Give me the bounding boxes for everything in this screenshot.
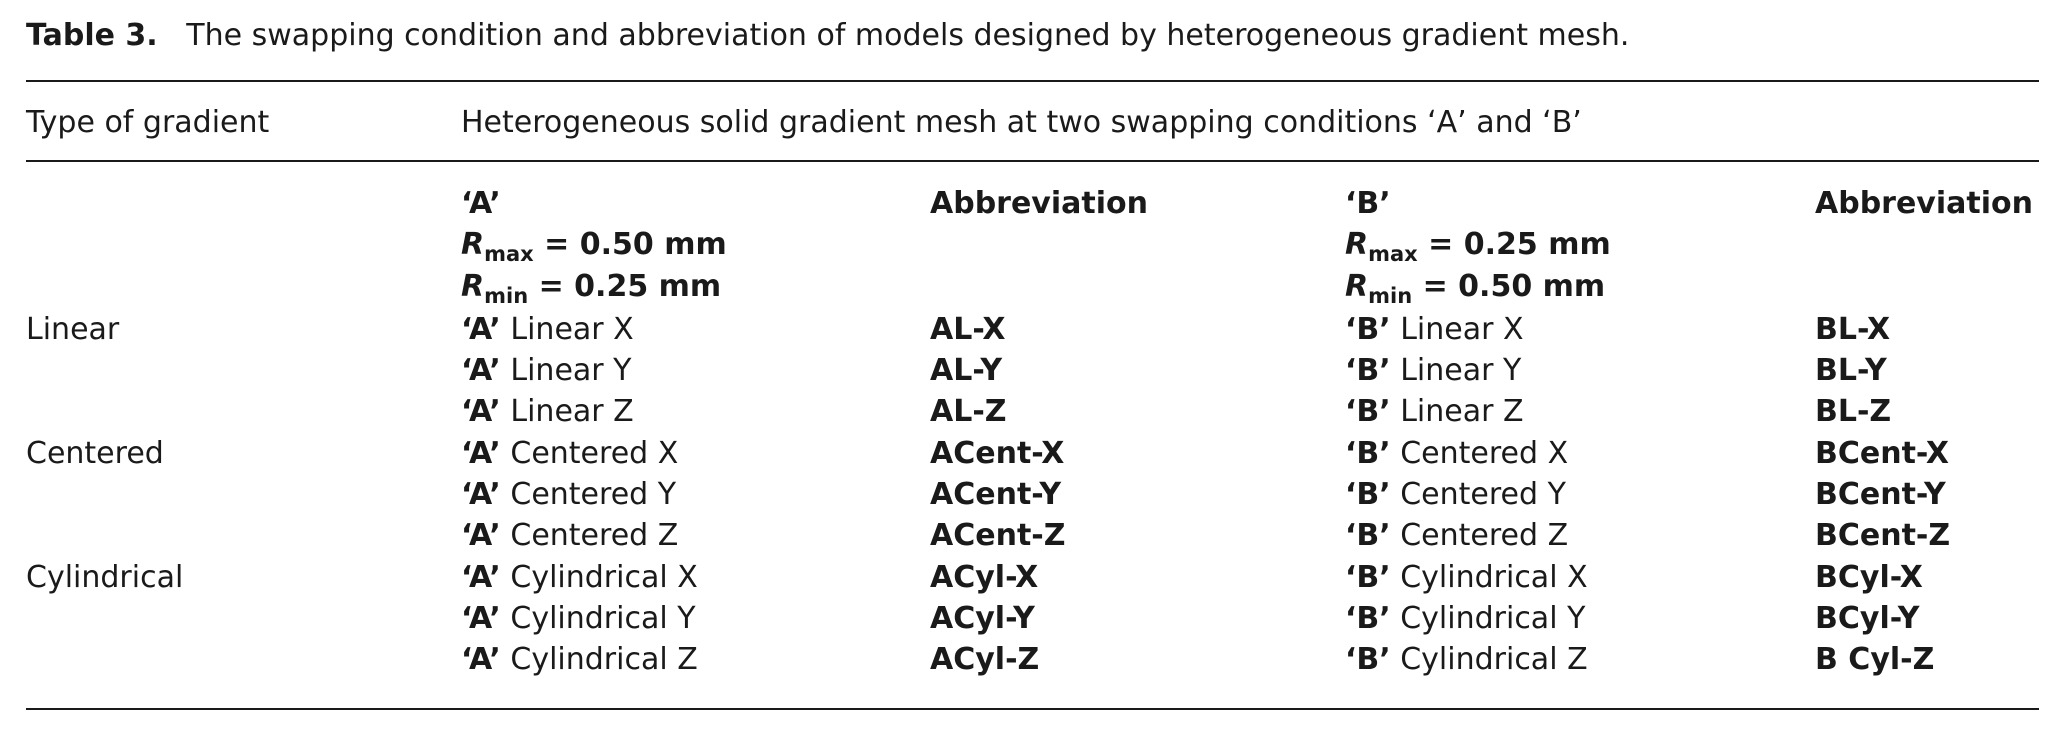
condition-a-cell: ‘A’ Cylindrical Y [461,601,696,636]
condition-b-cell: ‘B’ Centered Z [1345,518,1569,553]
condition-a-cell: ‘A’ Linear X [461,312,634,347]
abbreviation-b-cell: BL-Z [1815,394,1892,429]
condition-a-cell: ‘A’ Centered Z [461,518,679,553]
table-row: Centered ‘A’ Centered X ACent-X ‘B’ Cent… [0,435,2065,476]
table-row: Cylindrical ‘A’ Cylindrical X ACyl-X ‘B’… [0,559,2065,600]
abbreviation-a-cell: AL-Y [930,353,1003,388]
condition-b-cell: ‘B’ Centered Y [1345,477,1566,512]
abbreviation-a-cell: ACent-Z [930,518,1066,553]
caption-text: The swapping condition and abbreviation … [186,18,1630,53]
subheader-a-rmax: Rmax = 0.50 mm [461,227,727,266]
subheader-b-rmin: Rmin = 0.50 mm [1345,269,1606,308]
condition-a-cell: ‘A’ Centered Y [461,477,677,512]
abbreviation-b-cell: BL-X [1815,312,1891,347]
subheader-abbreviation-a: Abbreviation [930,186,1148,221]
table-row: ‘A’ Linear Y AL-Y ‘B’ Linear Y BL-Y [0,352,2065,393]
header-mesh-conditions: Heterogeneous solid gradient mesh at two… [461,105,1582,140]
condition-b-cell: ‘B’ Cylindrical Z [1345,642,1588,677]
header-rule [26,160,2039,162]
gradient-type-cell: Linear [26,312,120,347]
condition-a-cell: ‘A’ Cylindrical Z [461,642,698,677]
top-rule [26,80,2039,82]
subheader-abbreviation-b: Abbreviation [1815,186,2033,221]
condition-b-cell: ‘B’ Centered X [1345,436,1569,471]
abbreviation-a-cell: ACyl-X [930,560,1039,595]
abbreviation-a-cell: ACent-X [930,436,1065,471]
condition-b-cell: ‘B’ Linear X [1345,312,1524,347]
abbreviation-a-cell: AL-X [930,312,1006,347]
abbreviation-a-cell: ACyl-Y [930,601,1035,636]
abbreviation-b-cell: B Cyl-Z [1815,642,1935,677]
abbreviation-b-cell: BCent-Y [1815,477,1946,512]
abbreviation-b-cell: BCent-X [1815,436,1950,471]
gradient-type-cell: Cylindrical [26,560,184,595]
table-row: ‘A’ Cylindrical Y ACyl-Y ‘B’ Cylindrical… [0,600,2065,641]
caption-label: Table 3. [26,18,158,53]
gradient-type-cell: Centered [26,436,164,471]
abbreviation-a-cell: ACent-Y [930,477,1062,512]
subheader-b-label: ‘B’ [1345,186,1391,221]
abbreviation-a-cell: ACyl-Z [930,642,1040,677]
abbreviation-b-cell: BCyl-Y [1815,601,1920,636]
condition-b-cell: ‘B’ Linear Z [1345,394,1524,429]
subheader-b-rmax: Rmax = 0.25 mm [1345,227,1611,266]
abbreviation-b-cell: BCyl-X [1815,560,1923,595]
abbreviation-b-cell: BL-Y [1815,353,1887,388]
condition-a-cell: ‘A’ Linear Z [461,394,634,429]
condition-b-cell: ‘B’ Cylindrical X [1345,560,1588,595]
condition-b-cell: ‘B’ Cylindrical Y [1345,601,1586,636]
subheader-a-label: ‘A’ [461,186,501,221]
table-row: ‘A’ Centered Y ACent-Y ‘B’ Centered Y BC… [0,476,2065,517]
bottom-rule [26,708,2039,710]
condition-b-cell: ‘B’ Linear Y [1345,353,1522,388]
header-type-of-gradient: Type of gradient [26,105,270,140]
abbreviation-b-cell: BCent-Z [1815,518,1951,553]
condition-a-cell: ‘A’ Cylindrical X [461,560,698,595]
table-row: ‘A’ Linear Z AL-Z ‘B’ Linear Z BL-Z [0,393,2065,434]
table-caption: Table 3. The swapping condition and abbr… [26,18,1629,53]
table-row: ‘A’ Centered Z ACent-Z ‘B’ Centered Z BC… [0,517,2065,558]
condition-a-cell: ‘A’ Linear Y [461,353,632,388]
table-row: ‘A’ Cylindrical Z ACyl-Z ‘B’ Cylindrical… [0,641,2065,682]
abbreviation-a-cell: AL-Z [930,394,1007,429]
table-row: Linear ‘A’ Linear X AL-X ‘B’ Linear X BL… [0,311,2065,352]
condition-a-cell: ‘A’ Centered X [461,436,679,471]
subheader-a-rmin: Rmin = 0.25 mm [461,269,722,308]
